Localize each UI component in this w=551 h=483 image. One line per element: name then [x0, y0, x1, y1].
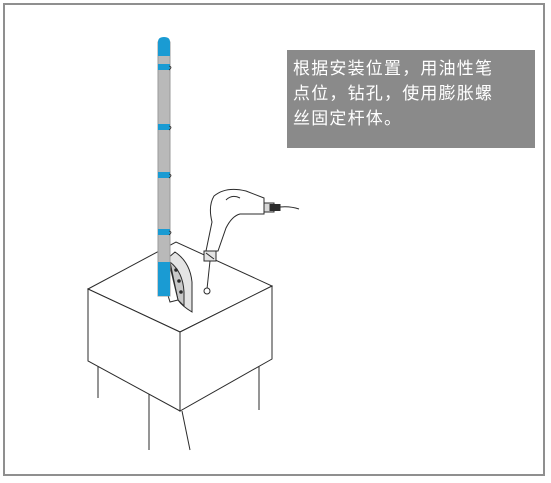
drill-icon: [203, 188, 300, 295]
instruction-line-3: 丝固定杆体。: [293, 109, 403, 129]
instruction-line-1: 根据安装位置，用油性笔: [293, 59, 494, 79]
pole-illustration: [157, 37, 172, 297]
instruction-line-2: 点位，钻孔，使用膨胀螺: [293, 84, 494, 104]
instruction-callout: 根据安装位置，用油性笔 点位，钻孔，使用膨胀螺 丝固定杆体。: [287, 50, 535, 148]
pedestal-legs: [97, 366, 260, 451]
